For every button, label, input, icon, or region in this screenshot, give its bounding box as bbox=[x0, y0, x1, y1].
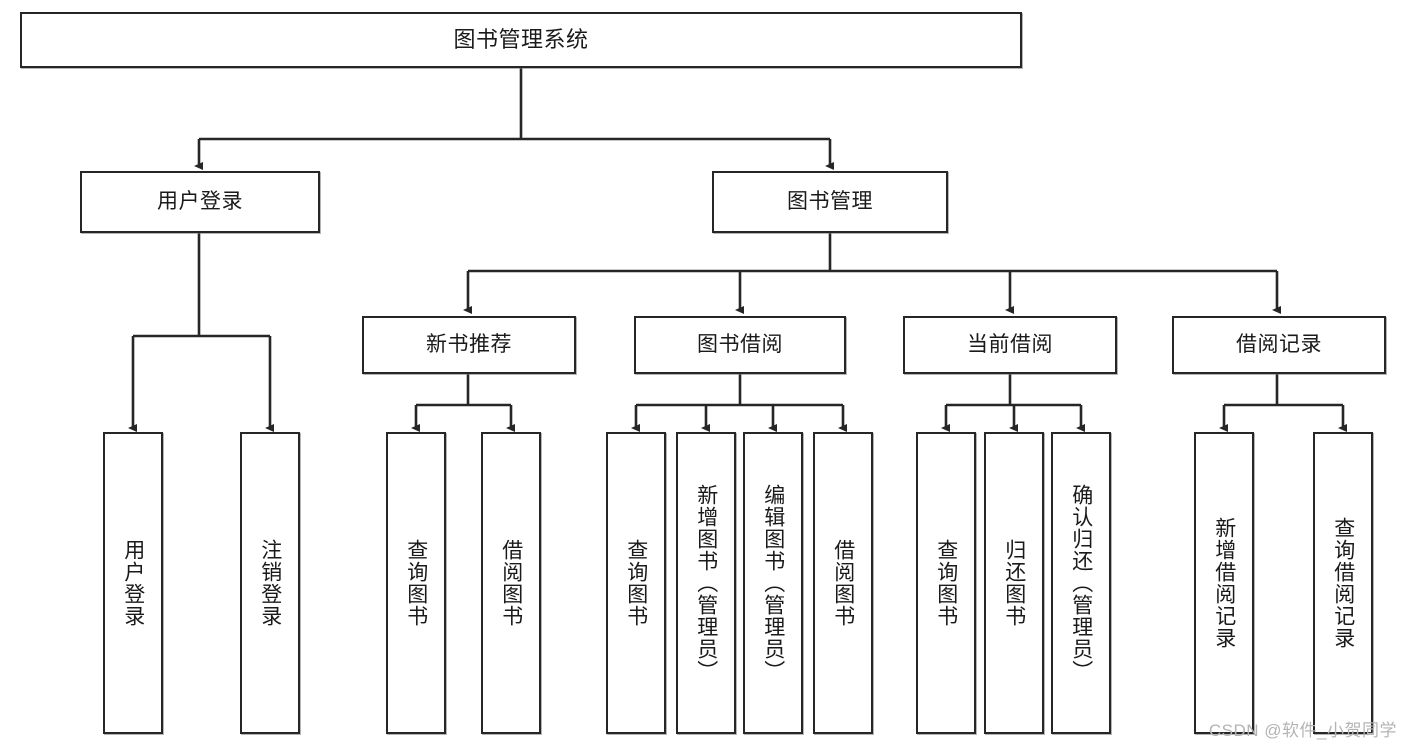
node-leaf-current-return[interactable]: 归还图书 bbox=[984, 432, 1044, 734]
node-leaf-user-logout-label: 注销登录 bbox=[258, 539, 282, 627]
node-leaf-user-logout[interactable]: 注销登录 bbox=[240, 432, 300, 734]
node-book-borrow-label: 图书借阅 bbox=[697, 332, 783, 356]
node-leaf-record-add[interactable]: 新增借阅记录 bbox=[1194, 432, 1254, 734]
node-current-borrow-label: 当前借阅 bbox=[967, 332, 1053, 356]
node-book-manage[interactable]: 图书管理 bbox=[712, 171, 948, 233]
node-new-book-recommend-label: 新书推荐 bbox=[426, 332, 512, 356]
node-root-label: 图书管理系统 bbox=[453, 27, 589, 53]
node-leaf-user-login-label: 用户登录 bbox=[121, 539, 145, 627]
node-book-borrow[interactable]: 图书借阅 bbox=[634, 316, 846, 374]
node-leaf-borrow-query-label: 查询图书 bbox=[624, 539, 648, 627]
node-new-book-recommend[interactable]: 新书推荐 bbox=[362, 316, 576, 374]
node-leaf-record-add-label: 新增借阅记录 bbox=[1212, 517, 1236, 649]
node-leaf-borrow-edit[interactable]: 编辑图书（管理员） bbox=[743, 432, 803, 734]
node-leaf-current-confirm-label: 确认归还（管理员） bbox=[1069, 484, 1093, 682]
node-leaf-record-query-label: 查询借阅记录 bbox=[1331, 517, 1355, 649]
watermark: CSDN @软件_小贺同学 bbox=[1208, 721, 1397, 740]
node-borrow-record[interactable]: 借阅记录 bbox=[1172, 316, 1386, 374]
node-leaf-newbook-borrow[interactable]: 借阅图书 bbox=[481, 432, 541, 734]
node-leaf-borrow-add-label: 新增图书（管理员） bbox=[694, 484, 718, 682]
node-leaf-current-query[interactable]: 查询图书 bbox=[916, 432, 976, 734]
node-borrow-record-label: 借阅记录 bbox=[1236, 332, 1322, 356]
node-book-manage-label: 图书管理 bbox=[787, 189, 873, 213]
node-leaf-borrow-add[interactable]: 新增图书（管理员） bbox=[676, 432, 736, 734]
node-leaf-borrow-book-label: 借阅图书 bbox=[831, 539, 855, 627]
node-leaf-newbook-borrow-label: 借阅图书 bbox=[499, 539, 523, 627]
node-root[interactable]: 图书管理系统 bbox=[20, 12, 1022, 68]
node-leaf-record-query[interactable]: 查询借阅记录 bbox=[1313, 432, 1373, 734]
node-leaf-borrow-book[interactable]: 借阅图书 bbox=[813, 432, 873, 734]
node-user-login[interactable]: 用户登录 bbox=[80, 171, 320, 233]
node-leaf-current-query-label: 查询图书 bbox=[934, 539, 958, 627]
node-leaf-newbook-query-label: 查询图书 bbox=[404, 539, 428, 627]
node-leaf-borrow-edit-label: 编辑图书（管理员） bbox=[761, 484, 785, 682]
node-leaf-user-login[interactable]: 用户登录 bbox=[103, 432, 163, 734]
node-leaf-newbook-query[interactable]: 查询图书 bbox=[386, 432, 446, 734]
node-current-borrow[interactable]: 当前借阅 bbox=[903, 316, 1117, 374]
node-leaf-current-confirm[interactable]: 确认归还（管理员） bbox=[1051, 432, 1111, 734]
node-leaf-current-return-label: 归还图书 bbox=[1002, 539, 1026, 627]
node-leaf-borrow-query[interactable]: 查询图书 bbox=[606, 432, 666, 734]
node-user-login-label: 用户登录 bbox=[157, 189, 243, 213]
